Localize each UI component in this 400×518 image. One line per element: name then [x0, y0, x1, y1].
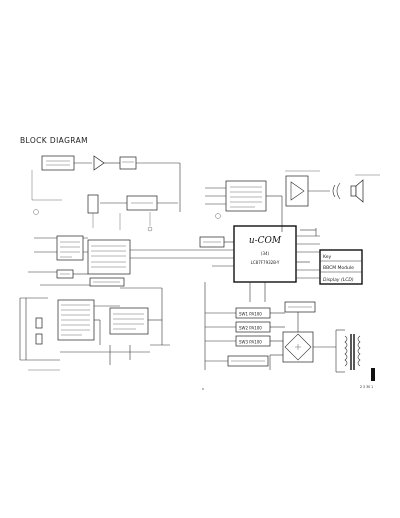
switch-1-label: SW1 PA100 [239, 312, 262, 317]
key-label: Key [323, 254, 331, 260]
ucom-pin-count: (34) [261, 251, 270, 256]
rf-input-section [31, 155, 181, 215]
rf-amp-symbol [93, 155, 105, 171]
head-coil-1 [35, 317, 43, 329]
preamp-ic [87, 239, 131, 275]
user-interface-panel: Key BBCM Module Display (LCD) [296, 249, 363, 285]
tape-deck-section [19, 287, 170, 371]
diagram-title: BLOCK DIAGRAM [20, 136, 88, 145]
tuner-block [119, 156, 137, 170]
rf-filter-block [41, 155, 75, 171]
switch-bank: SW1 PA100 SW2 PA100 SW3 PA100 [204, 282, 285, 370]
head-coil-2 [35, 333, 43, 345]
pll-coil [87, 194, 99, 214]
motor-control-ic [109, 307, 149, 335]
speaker-icon [350, 185, 357, 197]
ac-plug-icon [371, 368, 375, 381]
footer-tag: 2 3 30 1 [360, 385, 373, 389]
bridge-rectifier-symbol [284, 333, 312, 361]
wave-icon-2 [336, 182, 341, 200]
power-amp-box [285, 175, 309, 207]
transformer-secondary [357, 335, 361, 367]
wave-icon-1 [332, 184, 336, 198]
input-selector-ic [56, 235, 84, 261]
switch-3-label: SW3 PA100 [239, 340, 262, 345]
ucom-part-number: LC87F7932B-Y [251, 260, 280, 265]
ucom-label: u-COM [249, 236, 282, 246]
audio-control-ic [205, 180, 283, 232]
ui-panel-box [319, 249, 363, 285]
pll-section [87, 194, 178, 232]
switch-2-label: SW2 PA100 [239, 326, 262, 331]
power-amp-section [285, 170, 380, 207]
bbcm-label: BBCM Module [323, 265, 354, 271]
power-amp-symbol [290, 181, 305, 201]
display-label: Display (LCD) [323, 277, 354, 283]
audio-control-box [225, 180, 267, 212]
input-selector-section [28, 235, 205, 287]
power-supply [269, 301, 361, 373]
transformer-primary [344, 335, 348, 367]
ucom-controller: u-COM (34) LC87F7932B-Y [205, 225, 320, 302]
